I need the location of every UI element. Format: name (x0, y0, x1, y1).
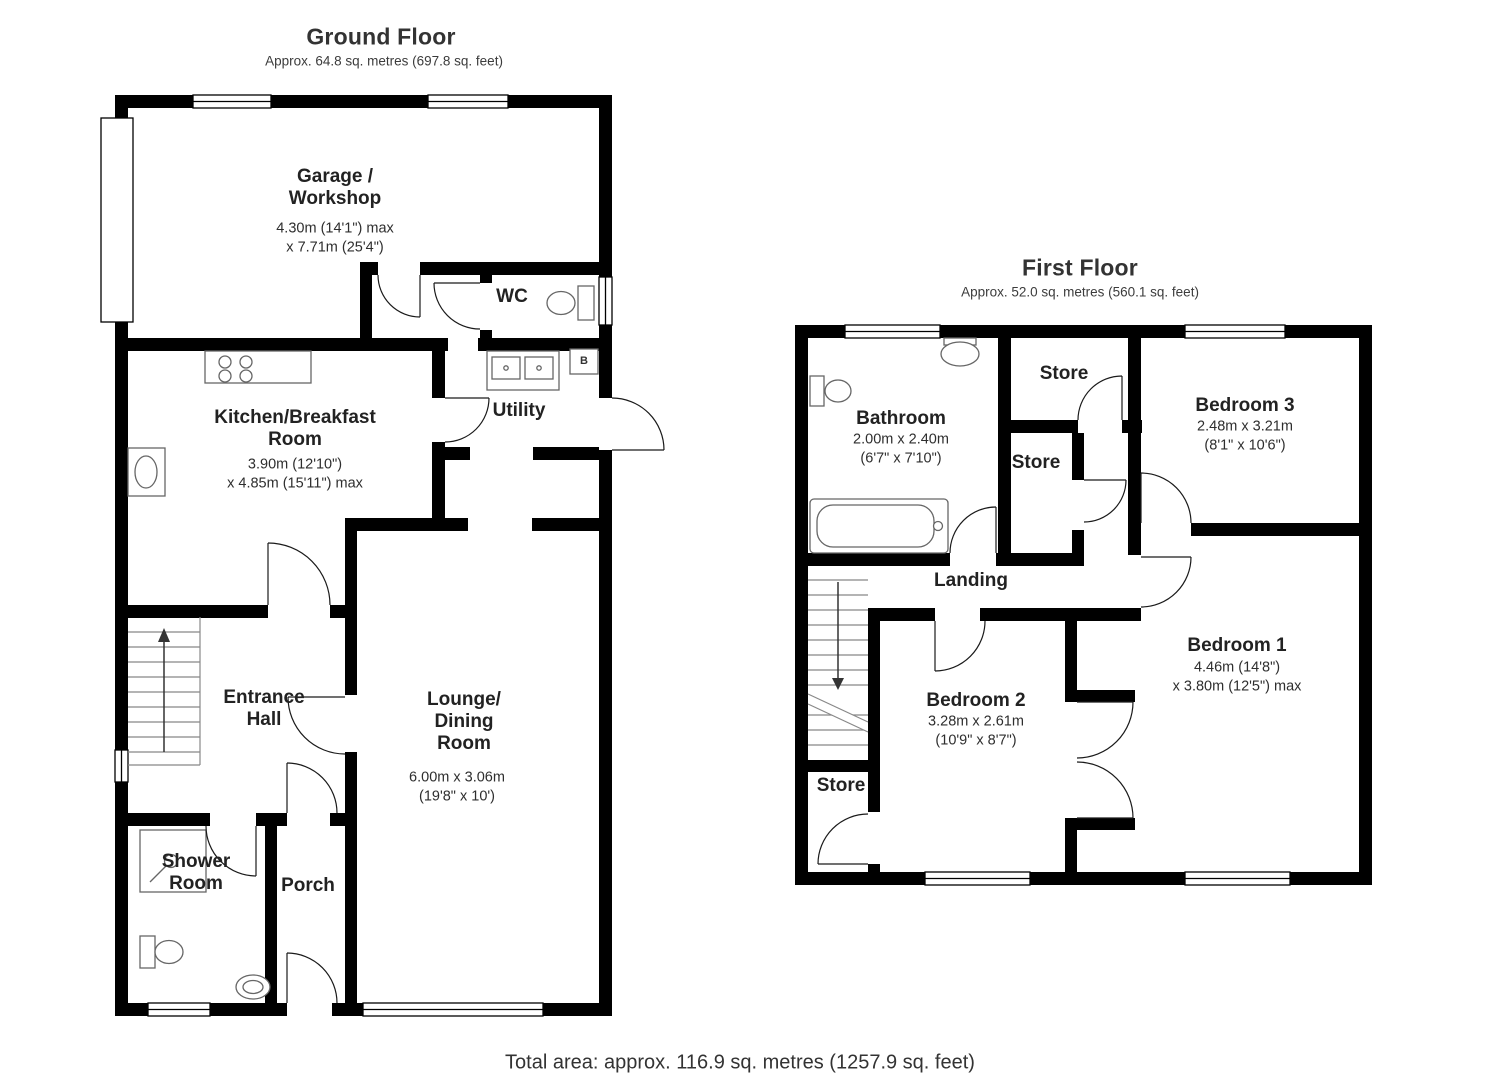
room-dims-bedroom3: 2.48m x 3.21m (8'1" x 10'6") (1197, 418, 1293, 453)
gf-door-arcs (205, 274, 665, 1004)
room-label-utility: Utility (492, 400, 546, 422)
ground-floor-subtitle: Approx. 64.8 sq. metres (697.8 sq. feet) (265, 53, 503, 69)
window (114, 749, 129, 783)
window (192, 94, 272, 109)
ff-fixtures (809, 337, 980, 554)
room-label-bedroom3: Bedroom 3 (1195, 395, 1295, 417)
room-label-wc: WC (496, 286, 528, 308)
first-floor-subtitle: Approx. 52.0 sq. metres (560.1 sq. feet) (961, 284, 1199, 300)
room-label-landing: Landing (934, 570, 1008, 592)
room-label-store-mid: Store (1011, 452, 1061, 474)
boiler-icon (569, 348, 599, 375)
room-label-hall: Entrance Hall (223, 687, 305, 730)
hob-counter-icon (204, 350, 312, 384)
shower-icon (139, 829, 207, 893)
room-dims-kitchen: 3.90m (12'10") x 4.85m (15'11") max (227, 456, 363, 491)
window (844, 324, 941, 339)
room-label-garage: Garage / Workshop (288, 166, 382, 209)
room-label-bathroom: Bathroom (856, 408, 946, 430)
gf-windows (100, 94, 613, 1017)
ground-floor-title: Ground Floor (306, 23, 456, 50)
ground-floor-plan (100, 94, 665, 1017)
window (924, 871, 1031, 886)
room-dims-bedroom1: 4.46m (14'8") x 3.80m (12'5") max (1172, 659, 1302, 694)
toilet-icon (546, 285, 595, 321)
window (147, 1002, 211, 1017)
window (1184, 871, 1291, 886)
room-label-bedroom2: Bedroom 2 (926, 690, 1026, 712)
room-label-shower: Shower Room (161, 851, 231, 894)
toilet-icon (139, 935, 184, 969)
ff-windows (844, 324, 1291, 886)
stairs (807, 579, 869, 746)
room-label-bedroom1: Bedroom 1 (1187, 635, 1287, 657)
room-dims-lounge: 6.00m x 3.06m (19'8" x 10') (409, 769, 505, 804)
window (427, 94, 509, 109)
gf-fixtures (127, 285, 599, 1000)
gf-door-openings (210, 262, 612, 1016)
first-floor-title: First Floor (1022, 254, 1138, 281)
toilet-icon (809, 375, 852, 407)
first-floor-plan (795, 324, 1372, 886)
ff-door-arcs (817, 375, 1192, 865)
utility-sink-icon (486, 350, 560, 391)
room-label-kitchen: Kitchen/Breakfast Room (214, 407, 376, 450)
stairs (128, 617, 201, 766)
window (362, 1002, 544, 1017)
room-label-lounge: Lounge/ Dining Room (427, 689, 501, 754)
bathtub-icon (809, 498, 949, 554)
window (598, 276, 613, 326)
room-dims-bedroom2: 3.28m x 2.61m (10'9" x 8'7") (928, 713, 1024, 748)
room-label-store-top: Store (1039, 363, 1089, 385)
room-dims-garage: 4.30m (14'1") max x 7.71m (25'4") (276, 220, 394, 255)
ff-door-openings (868, 420, 1191, 864)
garage-door (100, 117, 134, 323)
basin-icon (940, 337, 980, 367)
kitchen-sink-icon (127, 447, 166, 497)
basin-icon (235, 974, 271, 1000)
room-dims-bathroom: 2.00m x 2.40m (6'7" x 7'10") (853, 431, 949, 466)
room-label-porch: Porch (281, 875, 335, 897)
total-area-text: Total area: approx. 116.9 sq. metres (12… (505, 1051, 975, 1074)
window (1184, 324, 1286, 339)
room-label-store-bottom: Store (816, 775, 866, 797)
boiler-label: B (580, 355, 588, 367)
